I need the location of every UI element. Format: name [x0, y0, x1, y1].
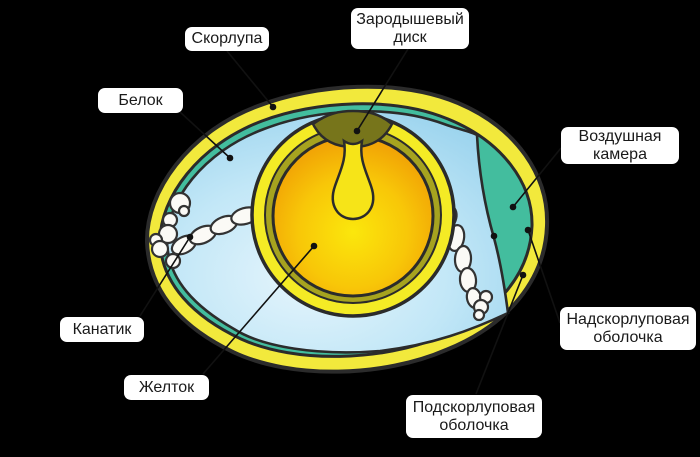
leader-dot-albumen — [226, 154, 234, 162]
leader-dot-outer-membrane — [524, 226, 532, 234]
leader-line-chalaza — [139, 236, 191, 317]
leader-dots — [186, 103, 532, 279]
leader-dot-yolk — [310, 242, 318, 250]
label-chalaza: Канатик — [60, 317, 144, 342]
leader-dot-germinal-disc — [353, 127, 361, 135]
leader-line-shell — [226, 50, 274, 108]
leader-line-albumen — [179, 111, 231, 159]
leader-line-germinal-disc — [356, 48, 409, 132]
label-yolk: Желток — [124, 375, 209, 400]
leader-line-yolk — [202, 245, 315, 375]
leader-line-inner-membrane — [475, 274, 524, 395]
label-outer-shell-membrane: Надскорлуповая оболочка — [560, 307, 696, 350]
latebra-teardrop — [331, 138, 375, 221]
label-shell: Скорлупа — [185, 27, 269, 51]
leader-dot-inner-membrane — [519, 271, 527, 279]
label-germinal-disc: Зародышевый диск — [351, 8, 469, 49]
leader-dot-air-chamber — [509, 203, 517, 211]
leader-line-outer-membrane — [527, 229, 561, 324]
label-air-chamber: Воздушная камера — [561, 127, 679, 164]
leader-lines — [139, 48, 562, 395]
label-inner-shell-membrane: Подскорлуповая оболочка — [406, 395, 542, 438]
label-albumen: Белок — [98, 88, 183, 113]
leader-dot-chalaza — [186, 233, 194, 241]
germinal-disc-shape — [311, 109, 394, 149]
membrane-junction-dot — [490, 232, 498, 240]
leader-line-air-chamber — [512, 147, 562, 208]
leader-dot-shell — [269, 103, 277, 111]
